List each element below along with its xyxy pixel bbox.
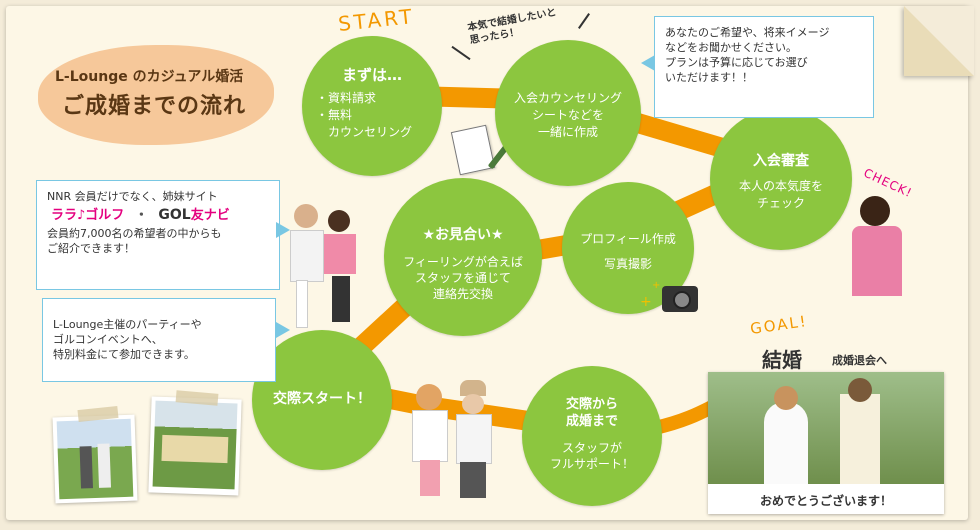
step-7-circle: 交際から 成婚まで スタッフが フルサポート！	[522, 366, 662, 506]
title-blob	[38, 45, 274, 145]
step-1-title: まずは…	[341, 66, 402, 84]
sister-site-line1: NNR 会員だけでなく、姉妹サイト	[47, 190, 218, 203]
sister-site-logos: ララ♪ゴルフ ・ GOL友ナビ	[51, 207, 269, 224]
counsel-callout-pointer	[641, 55, 655, 71]
wedding-caption: おめでとうございます！	[759, 494, 892, 508]
party-callout-pointer	[276, 322, 290, 338]
logo-separator: ・	[134, 208, 148, 223]
step-7-text: スタッフが フルサポート！	[549, 441, 634, 471]
sister-site-callout: NNR 会員だけでなく、姉妹サイト ララ♪ゴルフ ・ GOL友ナビ 会員約7,0…	[36, 180, 280, 290]
staff-couple-photo	[288, 200, 362, 330]
golf-photo-1	[52, 414, 138, 504]
step-6-title: 交際スタート！	[273, 391, 371, 407]
step-3-title: 入会審査	[753, 153, 809, 169]
step-1-item-2: ・無料	[316, 108, 353, 122]
step-5-text: フィーリングが合えば スタッフを通じて 連絡先交換	[403, 255, 523, 301]
goltomo-logo-a: GOL	[158, 207, 191, 223]
step-5-circle: ★お見合い★ フィーリングが合えば スタッフを通じて 連絡先交換	[384, 178, 542, 336]
sister-site-line2: 会員約7,000名の希望者の中からも ご紹介できます！	[47, 227, 222, 255]
page-title: ご成婚までの流れ	[62, 94, 247, 119]
party-callout: L-Lounge主催のパーティーや ゴルコンイベントへ、 特別料金にて参加できま…	[42, 298, 276, 382]
goal-subtitle: 成婚退会へ	[832, 354, 887, 367]
step-4-title: プロフィール作成	[580, 232, 676, 246]
counsel-callout: あなたのご希望や、将来イメージ などをお聞かせください。 プランは予算に応じてお…	[654, 16, 874, 118]
step-3-text: 本人の本気度を チェック	[738, 179, 823, 210]
goal-title: 結婚	[762, 348, 802, 372]
step-2-circle: 入会カウンセリング シートなどを 一緒に作成	[495, 40, 641, 186]
step-3-circle: 入会審査 本人の本気度を チェック	[710, 108, 852, 250]
step-1-item-1: ・資料請求	[316, 91, 377, 105]
title-line1: L-Lounge のカジュアル婚活	[55, 69, 244, 85]
check-woman-photo	[842, 194, 912, 298]
sparkle-icon: +	[652, 280, 661, 291]
sparkle-icon: +	[640, 294, 652, 310]
party-callout-text: L-Lounge主催のパーティーや ゴルコンイベントへ、 特別料金にて参加できま…	[53, 318, 202, 361]
camera-icon	[662, 286, 698, 312]
wedding-photo: おめでとうございます！	[708, 372, 944, 514]
sister-callout-pointer	[276, 222, 290, 238]
dating-couple-photo	[410, 378, 500, 500]
step-4-text: 写真撮影	[603, 257, 652, 271]
golf-photo-2	[148, 396, 242, 496]
step-2-text: 入会カウンセリング シートなどを 一緒に作成	[513, 91, 622, 139]
counsel-callout-text: あなたのご希望や、将来イメージ などをお聞かせください。 プランは予算に応じてお…	[665, 26, 830, 84]
step-1-circle: まずは… ・資料請求 ・無料 カウンセリング	[302, 36, 442, 176]
page-curl	[904, 6, 974, 76]
lala-golf-logo: ララ♪ゴルフ	[51, 208, 125, 223]
step-1-item-3: カウンセリング	[316, 125, 413, 139]
step-7-title: 交際から 成婚まで	[565, 397, 618, 429]
goltomo-logo-b: 友ナビ	[190, 208, 230, 223]
step-5-title: ★お見合い★	[422, 227, 504, 243]
